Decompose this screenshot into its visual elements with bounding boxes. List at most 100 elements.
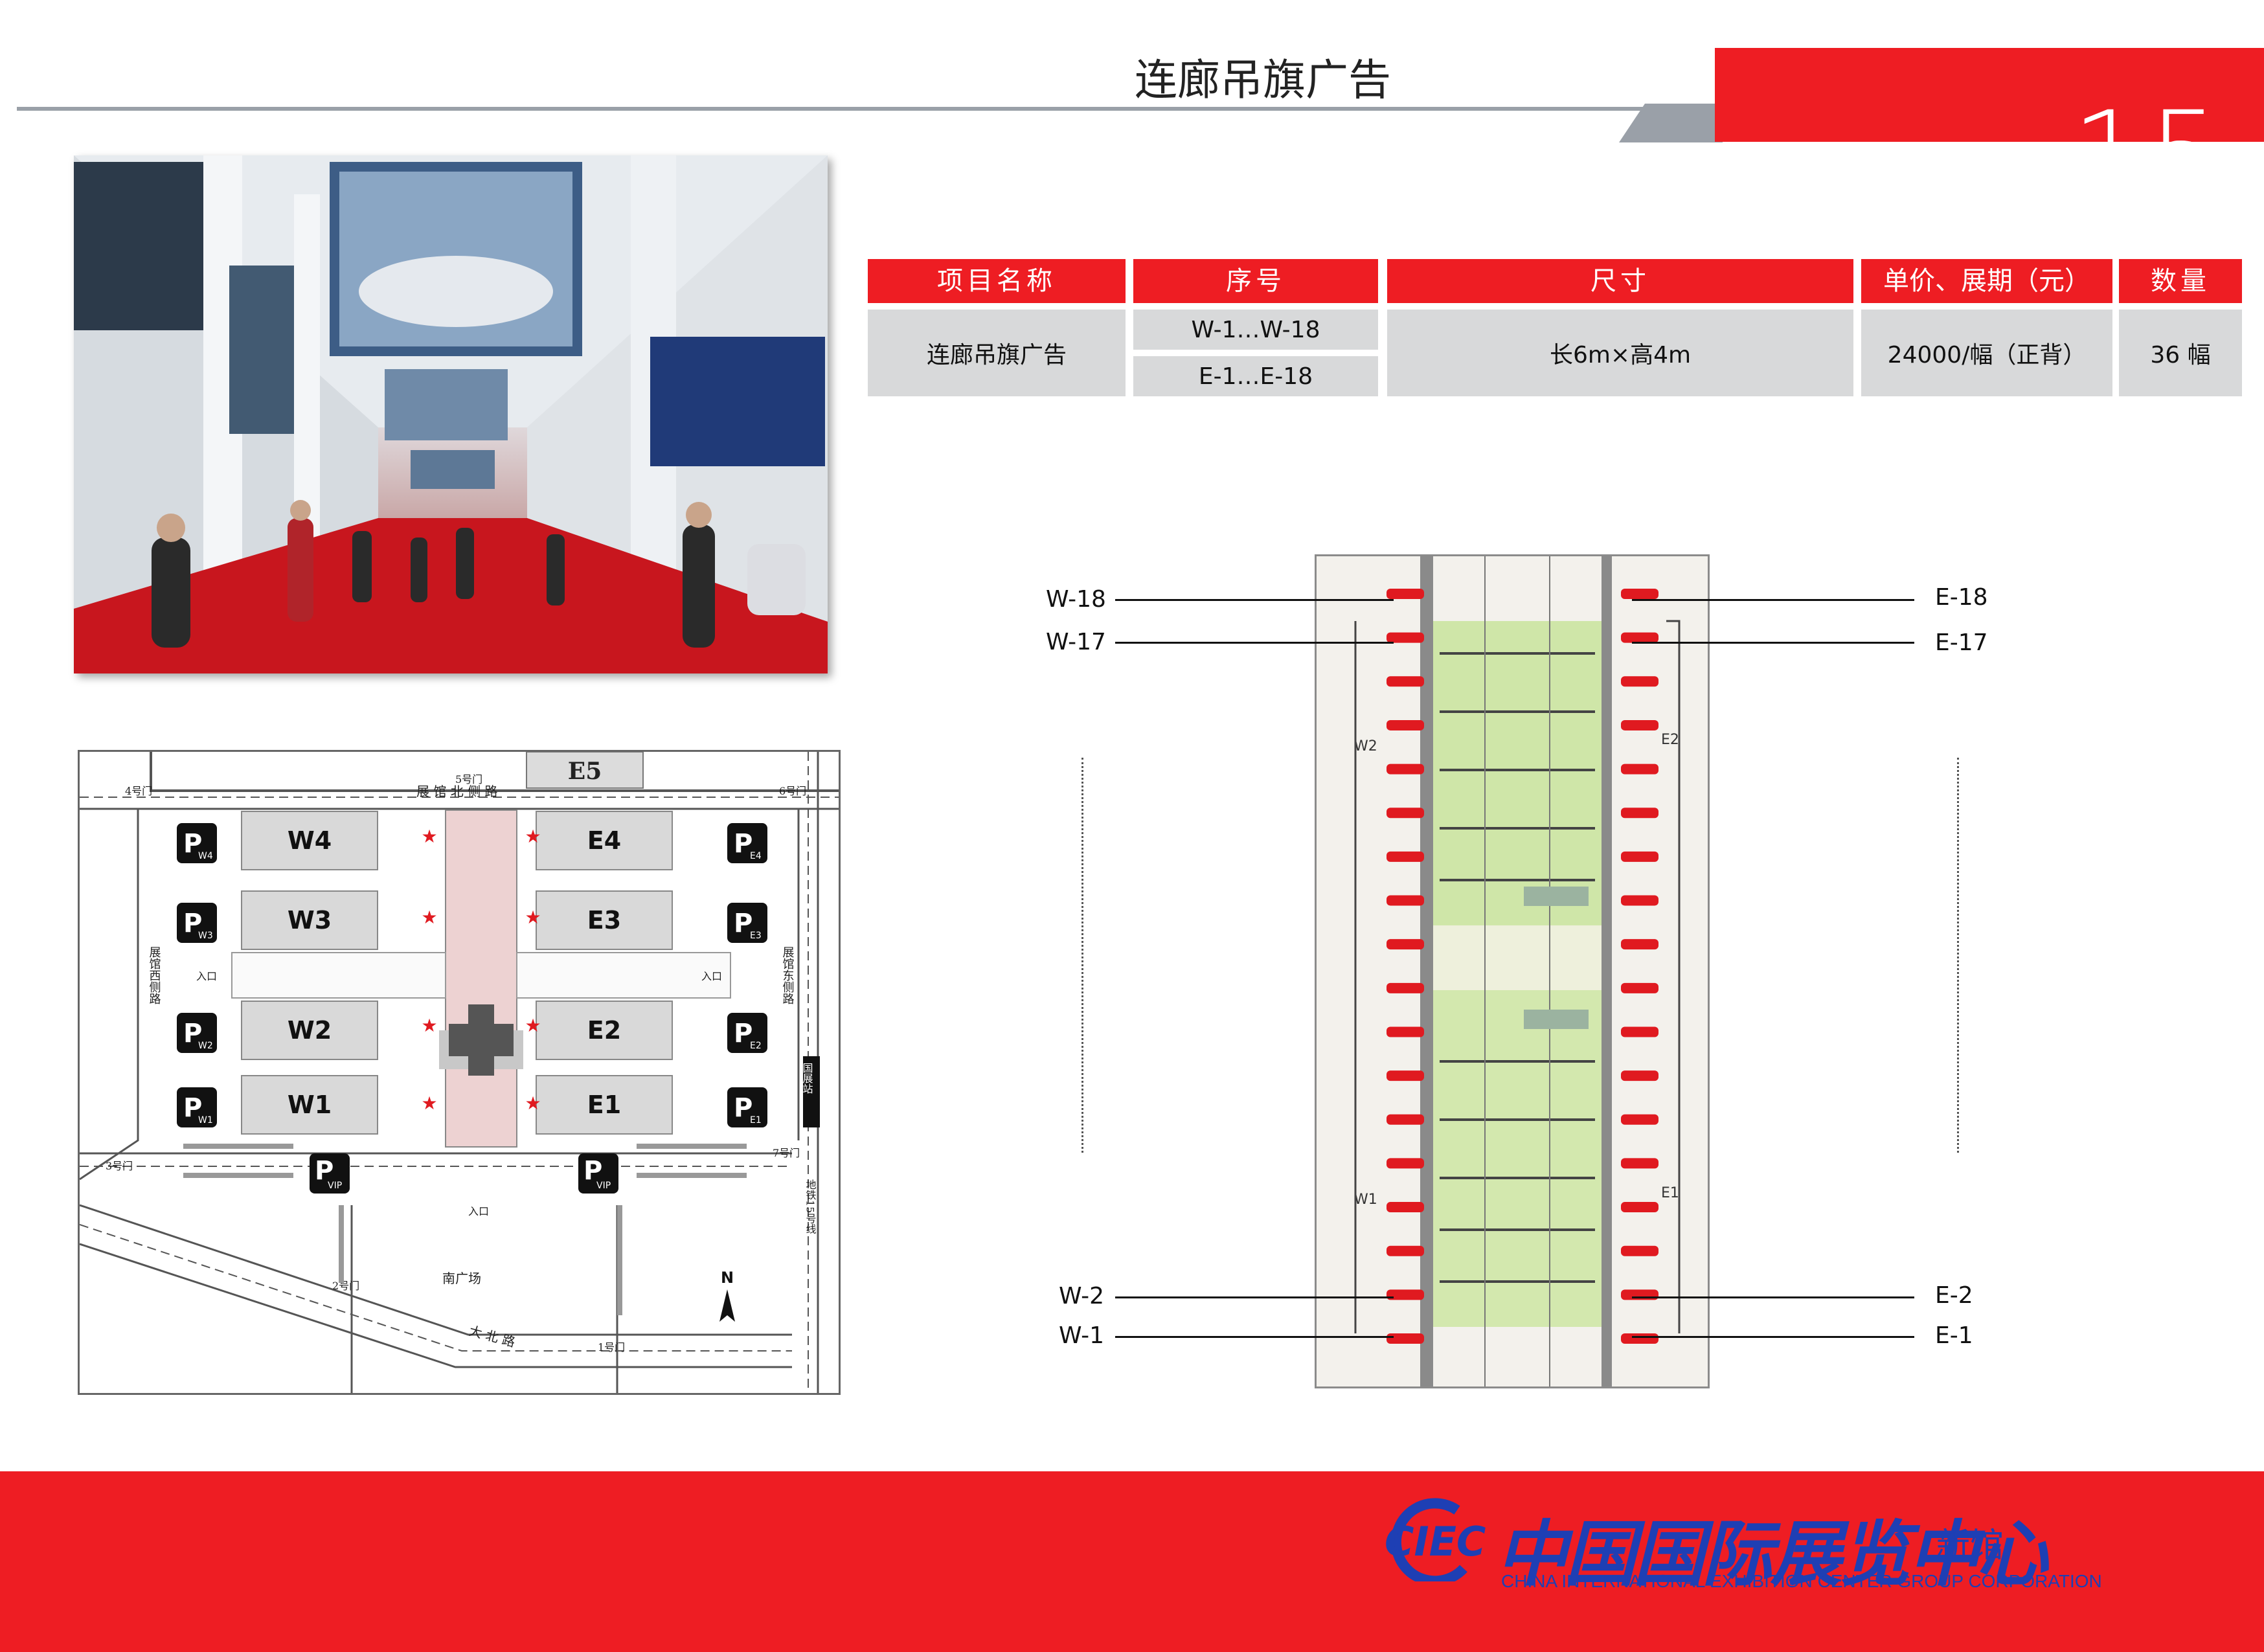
leader-e1	[1632, 1336, 1914, 1338]
west-road-label: 展馆西侧路	[148, 946, 161, 1004]
banner-flag-markers	[1387, 589, 1658, 1344]
hall-w4-label: W4	[288, 826, 332, 855]
hall-w3-label: W3	[288, 906, 332, 934]
logo-new-hall: 新馆	[1936, 1526, 2004, 1565]
parking-w3: W3	[198, 931, 213, 941]
banner-flag-east	[1621, 764, 1658, 775]
cell-serial-east: E-1…E-18	[1133, 356, 1378, 396]
gate-4-label: 4号门	[125, 785, 152, 797]
svg-text:★: ★	[525, 826, 541, 847]
station-label: 国展站	[801, 1063, 813, 1094]
parking-w1: W1	[198, 1115, 213, 1126]
page-title: 连廊吊旗广告	[1135, 55, 1391, 105]
label-w1: W-1	[1059, 1322, 1105, 1349]
logo-english-name: CHINA INTERNATIONAL EXHIBITION CENTER GR…	[1501, 1571, 2102, 1591]
banner-flag-east	[1621, 851, 1658, 862]
hall-w1-label: W1	[288, 1091, 332, 1119]
north-label: N	[721, 1269, 734, 1287]
hall-e1-label: E1	[587, 1091, 621, 1119]
parking-vip-west: VIP	[328, 1181, 342, 1191]
header-slant-decoration	[1619, 104, 1723, 142]
banner-flag-west	[1387, 676, 1424, 687]
leader-e2	[1632, 1296, 1914, 1298]
svg-text:P: P	[183, 829, 202, 859]
west-entrance-label: 入口	[196, 970, 217, 982]
hall-e2-label: E2	[587, 1016, 621, 1045]
banner-flag-west	[1387, 851, 1424, 862]
label-e17: E-17	[1935, 629, 1988, 656]
banner-flag-west	[1387, 1026, 1424, 1037]
header-serial: 序号	[1133, 259, 1378, 303]
svg-text:P: P	[734, 1093, 753, 1123]
banner-flag-west	[1387, 589, 1424, 599]
svg-text:★: ★	[525, 1015, 541, 1036]
cell-serial-west: W-1…W-18	[1133, 310, 1378, 350]
gate-3-label: 3号门	[106, 1160, 133, 1172]
banner-flag-west	[1387, 982, 1424, 993]
east-road-label: 展馆东侧路	[781, 946, 795, 1004]
banner-flag-west	[1387, 1114, 1424, 1125]
banner-flag-east	[1621, 632, 1658, 643]
svg-text:P: P	[183, 909, 202, 938]
cell-price: 24000/幅（正背）	[1861, 310, 2112, 396]
gate-1-label: 1号门	[598, 1341, 625, 1353]
page-number: 15	[2071, 87, 2225, 222]
banner-flag-east	[1621, 808, 1658, 819]
gate-5-label: 5号门	[455, 773, 482, 786]
banner-flag-east	[1621, 1245, 1658, 1256]
cell-size: 长6m×高4m	[1387, 310, 1853, 396]
cell-item-name: 连廊吊旗广告	[868, 310, 1126, 396]
banner-flag-west	[1387, 1333, 1424, 1344]
corridor-floor-plan-drawing: W2 W1 E2 E1	[1354, 556, 1681, 1386]
label-w17: W-17	[1046, 629, 1106, 655]
leader-e18	[1632, 599, 1914, 601]
big-road-label: 大 北 路	[468, 1323, 517, 1350]
banner-flag-west	[1387, 939, 1424, 950]
svg-text:P: P	[583, 1156, 602, 1186]
parking-w4: W4	[198, 851, 213, 861]
header-quantity: 数量	[2119, 259, 2242, 303]
parking-e3: E3	[750, 931, 762, 941]
label-e18: E-18	[1935, 584, 1988, 611]
gate-6-label: 6号门	[779, 785, 806, 797]
corridor-banner-photo	[74, 155, 828, 673]
parking-e2: E2	[750, 1041, 762, 1051]
site-map-drawing: E5 W4 W3 W2 W1 E4 E3 E2 E1	[79, 751, 839, 1393]
header-price: 单价、展期（元）	[1861, 259, 2112, 303]
north-road-label: 展 馆 北 侧 路	[416, 784, 497, 799]
banner-flag-east	[1621, 1158, 1658, 1169]
banner-flag-east	[1621, 895, 1658, 906]
banner-flag-west	[1387, 719, 1424, 730]
label-w2: W-2	[1059, 1283, 1105, 1309]
footer-band: CIEC 中国国际展览中心 新馆 CHINA INTERNATIONAL EXH…	[0, 1471, 2264, 1652]
svg-text:P: P	[183, 1093, 202, 1123]
svg-text:P: P	[734, 1019, 753, 1048]
parking-w2: W2	[198, 1041, 213, 1051]
cell-quantity: 36 幅	[2119, 310, 2242, 396]
banner-flag-west	[1387, 808, 1424, 819]
hall-e4-label: E4	[587, 826, 621, 855]
exhibition-site-map: E5 W4 W3 W2 W1 E4 E3 E2 E1	[78, 750, 841, 1395]
south-entrance-label: 入口	[468, 1205, 489, 1217]
svg-text:★: ★	[421, 1092, 437, 1114]
hall-e3-label: E3	[587, 906, 621, 934]
logo-mark-text: CIEC	[1385, 1518, 1486, 1565]
zone-w1-label: W1	[1354, 1192, 1377, 1208]
zone-w2-label: W2	[1354, 738, 1377, 754]
corridor-photo-illustration	[74, 155, 828, 673]
banner-flag-east	[1621, 719, 1658, 730]
leader-w17	[1115, 642, 1394, 644]
banner-flag-east	[1621, 1333, 1658, 1344]
hall-w2-label: W2	[288, 1016, 332, 1045]
banner-flag-east	[1621, 589, 1658, 599]
banner-flag-west	[1387, 895, 1424, 906]
banner-flag-east	[1621, 1114, 1658, 1125]
label-w18: W-18	[1046, 586, 1106, 613]
banner-flag-west	[1387, 1070, 1424, 1081]
page-number-badge: 15	[1715, 48, 2264, 222]
svg-text:P: P	[183, 1019, 202, 1048]
svg-text:★: ★	[421, 826, 437, 847]
banner-flag-east	[1621, 1026, 1658, 1037]
banner-flag-east	[1621, 982, 1658, 993]
gate-2-label: 2号门	[332, 1280, 359, 1292]
